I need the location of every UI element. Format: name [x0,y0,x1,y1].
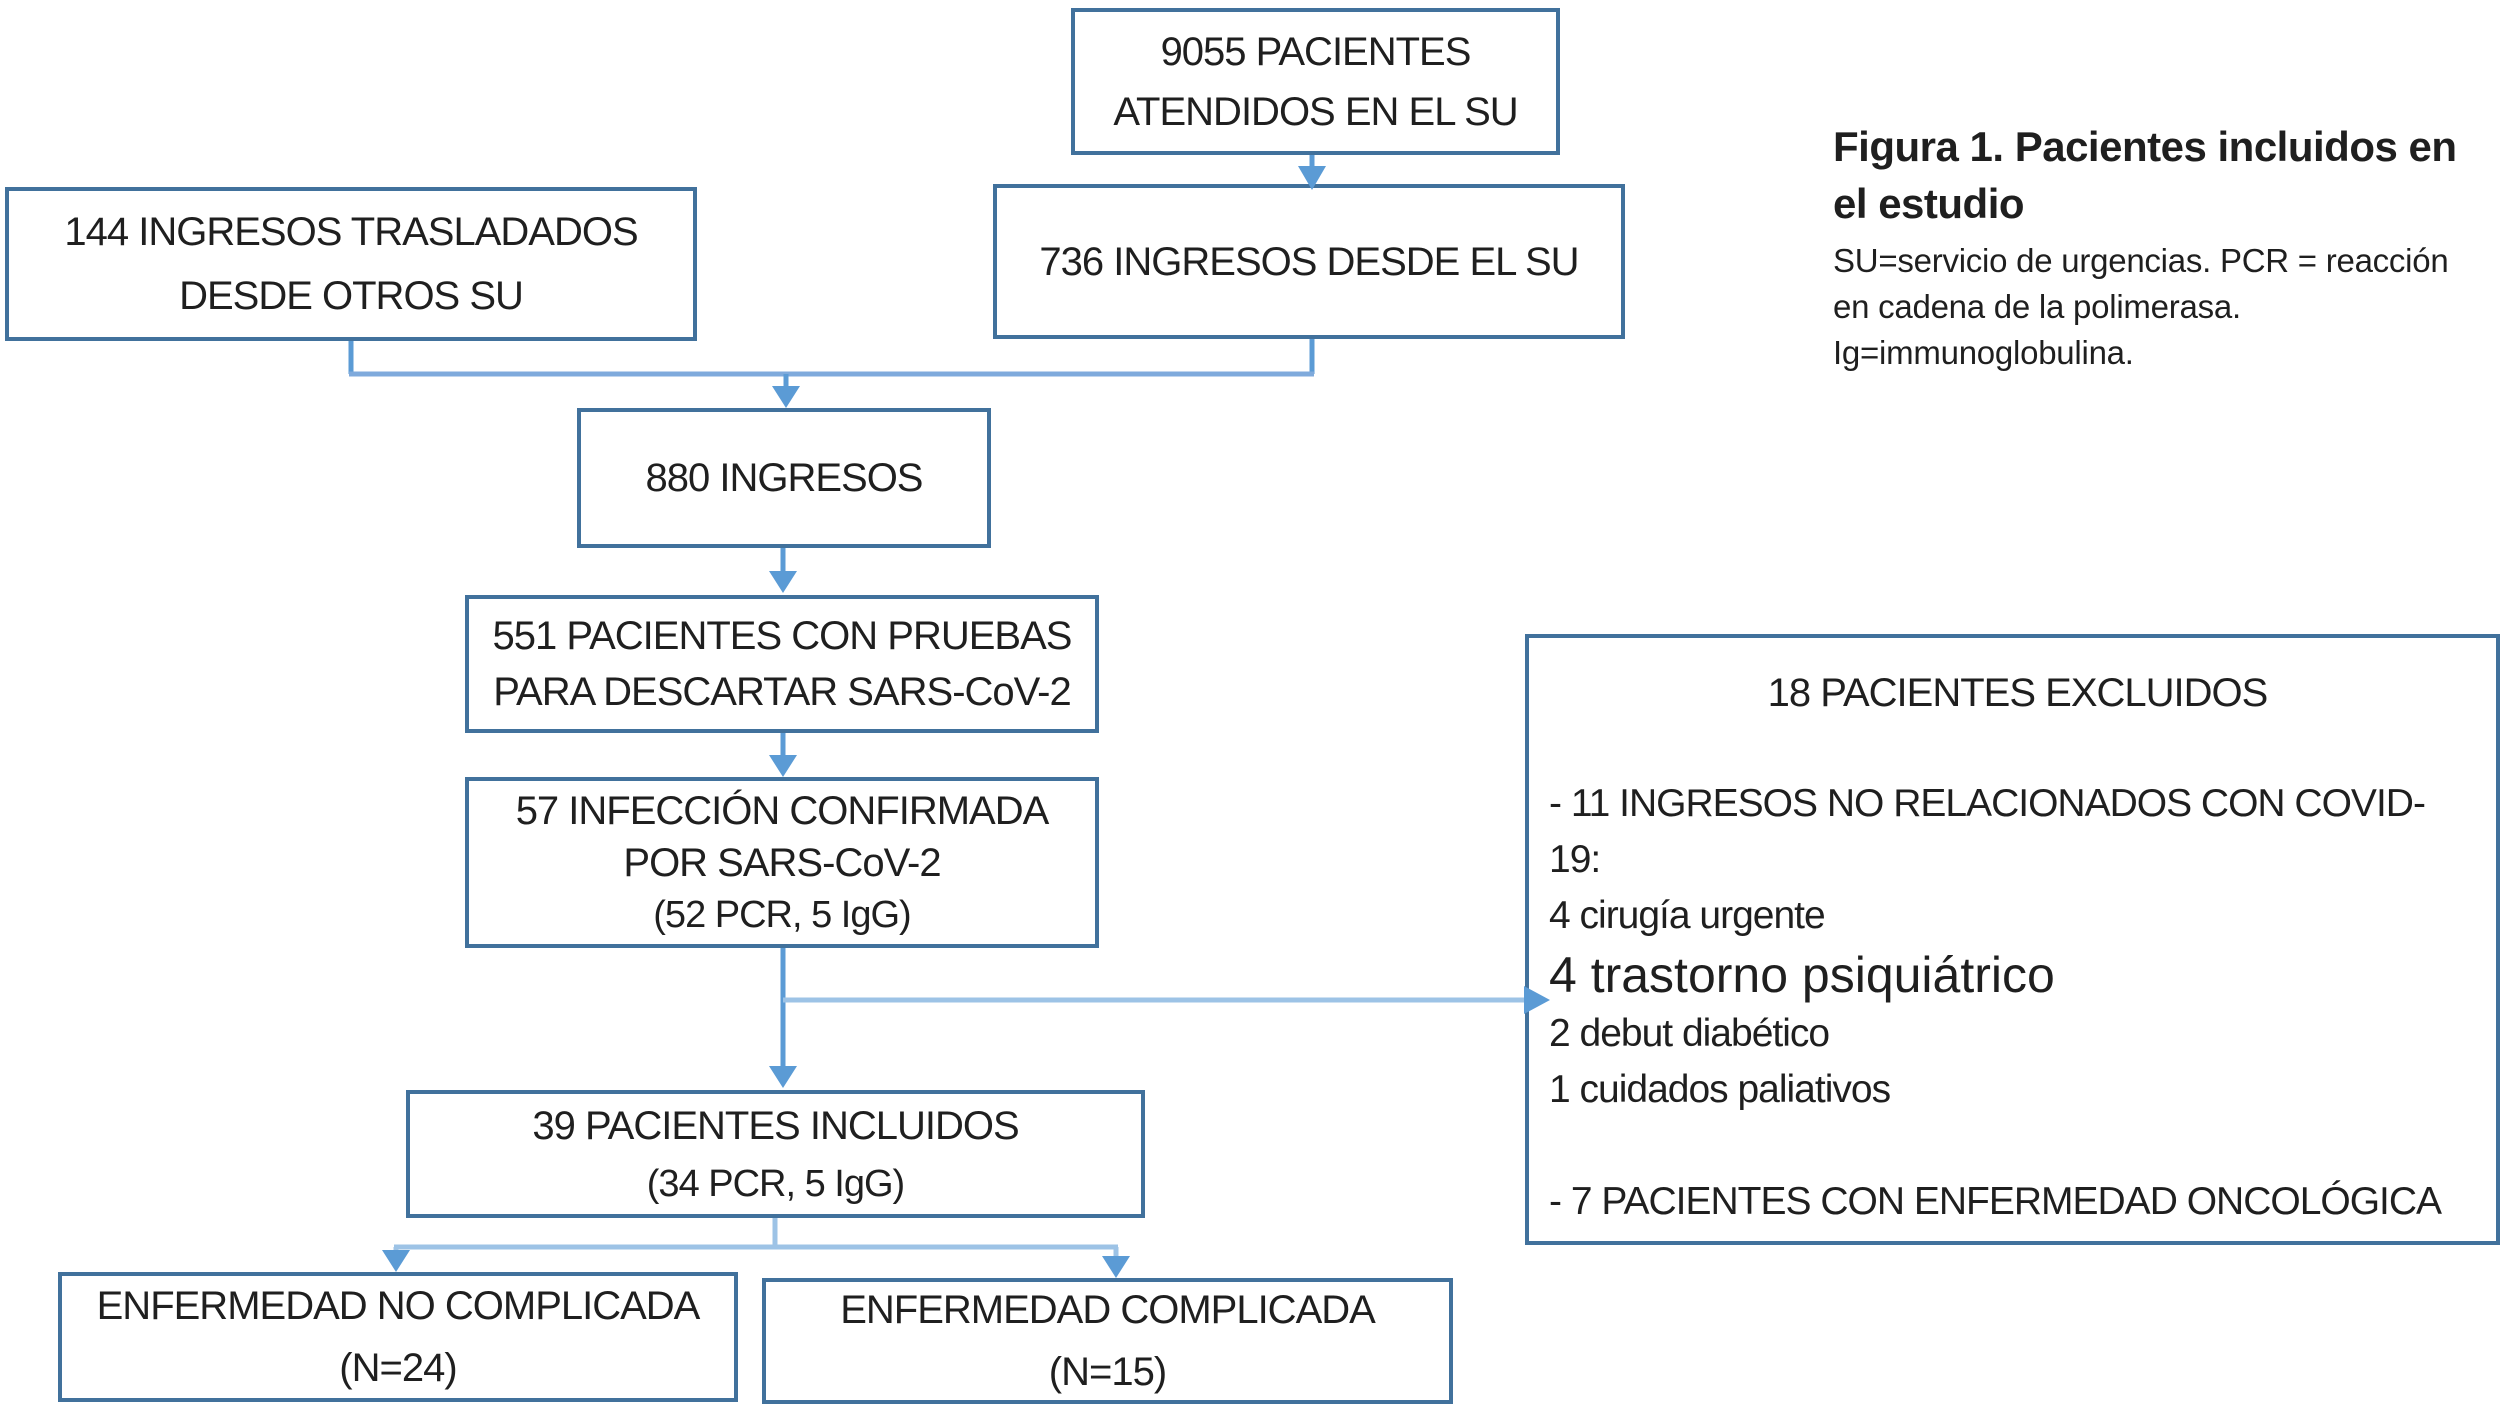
excluded-item: 2 debut diabético [1549,1012,1830,1055]
excluded-item: 4 cirugía urgente [1549,894,1826,937]
flow-box-text: DESDE OTROS SU [179,274,524,318]
figure-title-line: el estudio [1833,180,2025,227]
arrow-tested-to-confirmed [769,733,797,777]
flow-box-text: (N=15) [1048,1350,1167,1394]
flow-box-text: 144 INGRESOS TRASLADADOS [64,210,638,254]
flow-box-text: 551 PACIENTES CON PRUEBAS [492,614,1073,658]
flow-box-text: ENFERMEDAD NO COMPLICADA [96,1284,701,1328]
flow-box-tested-sars-cov-2: 551 PACIENTES CON PRUEBAS PARA DESCARTAR… [465,595,1099,733]
flow-box-text: PARA DESCARTAR SARS-CoV-2 [493,670,1071,714]
flow-box-text: (N=24) [339,1346,457,1390]
connector-merge-to-ingresos [348,339,1315,408]
flow-box-transferred-admissions: 144 INGRESOS TRASLADADOS DESDE OTROS SU [5,187,697,341]
flow-box-total-admissions: 880 INGRESOS [577,408,991,548]
flow-box-patients-included: 39 PACIENTES INCLUIDOS (34 PCR, 5 IgG) [406,1090,1145,1218]
excluded-list: - 11 INGRESOS NO RELACIONADOS CON COVID-… [1549,776,2486,1230]
arrow-confirmed-to-included [769,948,797,1088]
figure-legend-line: SU=servicio de urgencias. PCR = reacción [1833,242,2449,279]
flow-box-admissions-from-su: 736 INGRESOS DESDE EL SU [993,184,1625,339]
flow-box-text: (52 PCR, 5 IgG) [653,894,911,937]
excluded-item: 19: [1549,838,1601,881]
flow-box-patients-excluded: 18 PACIENTES EXCLUIDOS - 11 INGRESOS NO … [1525,634,2500,1245]
flow-box-text: (34 PCR, 5 IgG) [646,1162,905,1205]
flow-box-text: POR SARS-CoV-2 [623,841,941,886]
flow-box-text: 9055 PACIENTES [1160,29,1472,74]
flow-box-complicated-disease: ENFERMEDAD COMPLICADA (N=15) [762,1278,1453,1404]
flow-box-text: 736 INGRESOS DESDE EL SU [1039,239,1579,284]
excluded-item: - 11 INGRESOS NO RELACIONADOS CON COVID- [1549,782,2426,825]
flow-box-text: 57 INFECCIÓN CONFIRMADA [515,788,1050,833]
excluded-item: 1 cuidados paliativos [1549,1068,1891,1111]
flow-box-attended-su: 9055 PACIENTES ATENDIDOS EN EL SU [1071,8,1560,155]
excluded-item: - 7 PACIENTES CON ENFERMEDAD ONCOLÓGICA [1549,1180,2442,1223]
arrow-ingresos-to-tested [769,548,797,593]
excluded-item: 4 trastorno psiquiátrico [1549,947,2055,1003]
arrow-branch-to-excluded [783,986,1550,1014]
flow-box-confirmed-infection: 57 INFECCIÓN CONFIRMADA POR SARS-CoV-2 (… [465,777,1099,948]
excluded-list-gap [1549,1118,2486,1174]
figure-legend-line: Ig=immunoglobulina. [1833,334,2134,371]
flow-box-text: 880 INGRESOS [645,456,923,500]
flow-box-uncomplicated-disease: ENFERMEDAD NO COMPLICADA (N=24) [58,1272,738,1402]
excluded-title: 18 PACIENTES EXCLUIDOS [1767,671,2269,715]
flow-box-text: 39 PACIENTES INCLUIDOS [532,1103,1019,1148]
figure-caption: Figura 1. Pacientes incluidos en el estu… [1833,118,2508,376]
figure-legend-line: en cadena de la polimerasa. [1833,288,2241,325]
flow-box-text: ATENDIDOS EN EL SU [1113,89,1518,134]
figure-title-line: Figura 1. Pacientes incluidos en [1833,123,2457,170]
flow-box-text: ENFERMEDAD COMPLICADA [840,1288,1376,1332]
connector-included-to-outcomes [382,1218,1130,1278]
